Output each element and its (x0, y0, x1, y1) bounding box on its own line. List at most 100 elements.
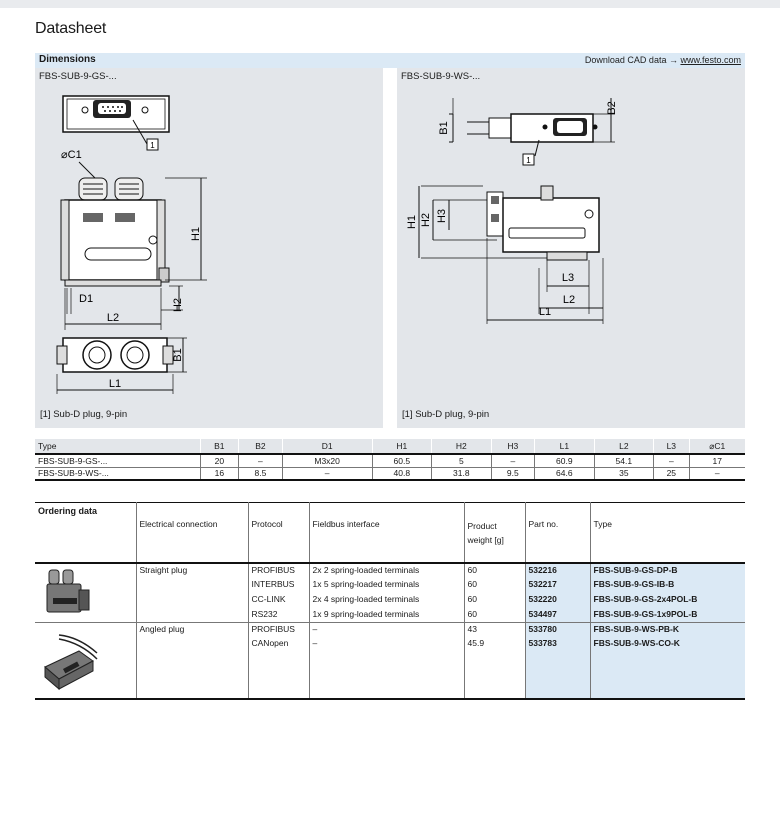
col-header: Electrical connection (135, 502, 248, 564)
col-header: Protocol (247, 502, 309, 564)
straight-plug-image (35, 563, 136, 623)
table-row: FBS-SUB-9-WS-... 16 8.5 – 40.8 31.8 9.5 … (35, 467, 745, 481)
cell: 60 (463, 592, 525, 608)
part-number: 534497 (524, 607, 590, 623)
cell: M3x20 (281, 454, 373, 468)
cell: – (308, 636, 464, 700)
h2-label: H2 (172, 298, 184, 312)
table-row: INTERBUS 1x 5 spring-loaded terminals 60… (35, 577, 745, 593)
h3-label-r: H3 (436, 209, 448, 223)
part-number: 533780 (524, 622, 590, 637)
panel-title-angled: FBS-SUB-9-WS-... (401, 71, 481, 82)
col-header: Part no. (524, 502, 590, 564)
part-number: 533783 (524, 636, 590, 700)
cell: – (308, 622, 464, 637)
l1-label: L1 (109, 378, 121, 390)
cell: 64.6 (534, 467, 595, 481)
cell: INTERBUS (247, 577, 309, 593)
col-header: B2 (238, 439, 283, 455)
cell: – (688, 467, 745, 481)
dimensions-header: Dimensions Download CAD data → www.festo… (35, 53, 745, 68)
cell: 1x 5 spring-loaded terminals (308, 577, 464, 593)
cell: 1x 9 spring-loaded terminals (308, 607, 464, 623)
table-row: RS232 1x 9 spring-loaded terminals 60 53… (35, 607, 745, 623)
part-number: 532220 (524, 592, 590, 608)
col-header: Fieldbus interface (308, 502, 464, 564)
connection-straight: Straight plug (135, 562, 248, 623)
table-row: Straight plug PROFIBUS 2x 2 spring-loade… (35, 562, 745, 623)
cell: 9.5 (490, 467, 535, 481)
col-header: B1 (199, 439, 239, 455)
cell: 60.9 (534, 454, 595, 468)
col-header: H2 (431, 439, 492, 455)
cell: 2x 4 spring-loaded terminals (308, 592, 464, 608)
ordering-table: Ordering data Electrical connection Prot… (35, 502, 745, 700)
cad-download[interactable]: Download CAD data → www.festo.com (585, 55, 741, 65)
h1-label-r: H1 (406, 215, 418, 229)
dimensions-table: Type B1 B2 D1 H1 H2 H3 L1 L2 L3 ⌀C1 FBS-… (35, 439, 745, 481)
cell: 8.5 (238, 467, 283, 481)
cell: 40.8 (371, 467, 432, 481)
cell: 20 (199, 454, 239, 468)
c1-label: ⌀C1 (61, 149, 82, 161)
cell: 45.9 (463, 636, 525, 700)
cell: 43 (463, 622, 525, 637)
straight-plug-icon (46, 569, 90, 612)
d1-label: D1 (79, 293, 93, 305)
cell: – (238, 454, 283, 468)
col-header: Product weight [g] (463, 502, 525, 564)
cell: 60 (463, 607, 525, 623)
col-header: L3 (653, 439, 690, 455)
footnote-angled: [1] Sub-D plug, 9-pin (402, 409, 490, 420)
page-title: Datasheet (35, 20, 107, 37)
cell: 16 (199, 467, 239, 481)
cell: 25 (653, 467, 690, 481)
col-header: H1 (371, 439, 432, 455)
table-row: FBS-SUB-9-GS-... 20 – M3x20 60.5 5 – 60.… (35, 454, 745, 468)
cell: 5 (431, 454, 492, 468)
cell: RS232 (247, 607, 309, 623)
col-header: ⌀C1 (688, 439, 745, 455)
part-number: 532216 (524, 562, 590, 578)
footnote-straight: [1] Sub-D plug, 9-pin (40, 409, 128, 420)
cad-link[interactable]: www.festo.com (680, 55, 741, 65)
angled-plug-image (35, 622, 136, 700)
angled-plug-icon (44, 634, 98, 691)
drawing-panel-straight: FBS-SUB-9-GS-... 1 ⌀C1 H1 (35, 68, 383, 428)
cell: 2x 2 spring-loaded terminals (308, 562, 464, 578)
type-code: FBS-SUB-9-GS-2x4POL-B (589, 592, 745, 608)
cell: CANopen (247, 636, 309, 700)
type-code: FBS-SUB-9-GS-DP-B (589, 562, 745, 578)
cell: 31.8 (431, 467, 492, 481)
dimensions-heading: Dimensions (39, 54, 96, 65)
cell: FBS-SUB-9-WS-... (35, 467, 200, 481)
cell: – (281, 467, 373, 481)
cell: PROFIBUS (247, 622, 309, 637)
h1-label: H1 (190, 227, 202, 241)
type-code: FBS-SUB-9-GS-1x9POL-B (589, 607, 745, 623)
cell: – (653, 454, 690, 468)
dim-table-header: Type B1 B2 D1 H1 H2 H3 L1 L2 L3 ⌀C1 (35, 439, 745, 455)
drawing-panel-angled: FBS-SUB-9-WS-... B1 B2 1 H1 H2 H3 (397, 68, 745, 428)
callout-label-r: 1 (526, 156, 531, 165)
h2-label-r: H2 (420, 213, 432, 227)
l2-label: L2 (107, 312, 119, 324)
l1-label-r: L1 (539, 306, 551, 318)
b1-label-r: B1 (438, 121, 450, 134)
col-header: L2 (593, 439, 654, 455)
table-row: CC-LINK 2x 4 spring-loaded terminals 60 … (35, 592, 745, 608)
top-band (0, 0, 780, 8)
cell: 60 (463, 577, 525, 593)
ordering-header: Ordering data Electrical connection Prot… (35, 502, 745, 564)
ordering-heading: Ordering data (35, 502, 136, 564)
type-code: FBS-SUB-9-WS-CO-K (589, 636, 745, 700)
table-row: CANopen – 45.9 533783 FBS-SUB-9-WS-CO-K (35, 636, 745, 700)
b2-label: B2 (606, 101, 618, 114)
cell: 17 (688, 454, 745, 468)
table-row: Angled plug PROFIBUS – 43 533780 FBS-SUB… (35, 622, 745, 700)
col-header: H3 (490, 439, 535, 455)
l3-label: L3 (562, 272, 574, 284)
cell: FBS-SUB-9-GS-... (35, 454, 200, 468)
panel-title-straight: FBS-SUB-9-GS-... (39, 71, 117, 82)
angled-plug-drawing: B1 B2 1 H1 H2 H3 (406, 98, 618, 324)
